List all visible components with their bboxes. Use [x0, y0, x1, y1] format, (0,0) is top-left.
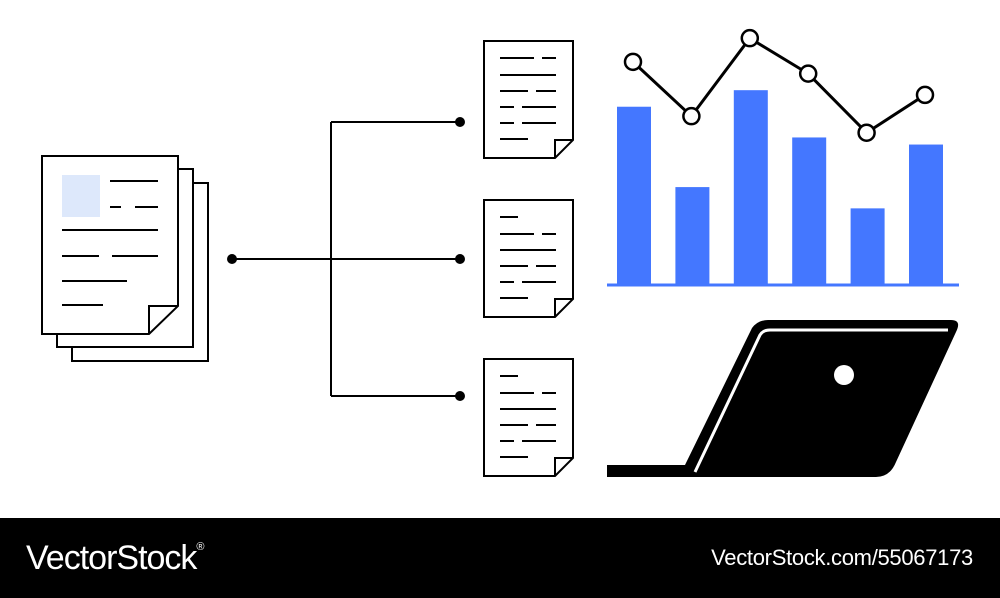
document-icon [483, 358, 574, 477]
chart-bar [909, 144, 943, 284]
brand-name: VectorStock [26, 538, 197, 577]
connector-dots [227, 117, 465, 401]
chart-point [740, 28, 760, 48]
chart-bar [733, 90, 768, 284]
registered-mark: ® [196, 541, 204, 554]
document-stack-icon [41, 155, 209, 362]
chart-trend-line [631, 36, 926, 135]
bar-line-chart [607, 28, 959, 287]
illustration [41, 28, 959, 477]
chart-bar [617, 106, 651, 285]
chart-bar [792, 137, 827, 284]
brand-logo: VectorStock® [26, 538, 205, 578]
chart-bar [850, 208, 885, 284]
camera-dot [834, 365, 854, 385]
chart-point [857, 123, 876, 142]
connector-lines [232, 121, 460, 397]
chart-point [623, 52, 643, 72]
watermark-footer: VectorStock® VectorStock.com/55067173 [0, 518, 1000, 598]
chart-bar [675, 187, 710, 284]
chart-point [682, 106, 701, 126]
chart-point [798, 64, 818, 83]
document-icon [483, 199, 574, 318]
laptop-icon [607, 320, 959, 477]
document-icon [483, 40, 574, 159]
stock-id: VectorStock.com/55067173 [711, 545, 973, 570]
chart-point [915, 85, 935, 105]
